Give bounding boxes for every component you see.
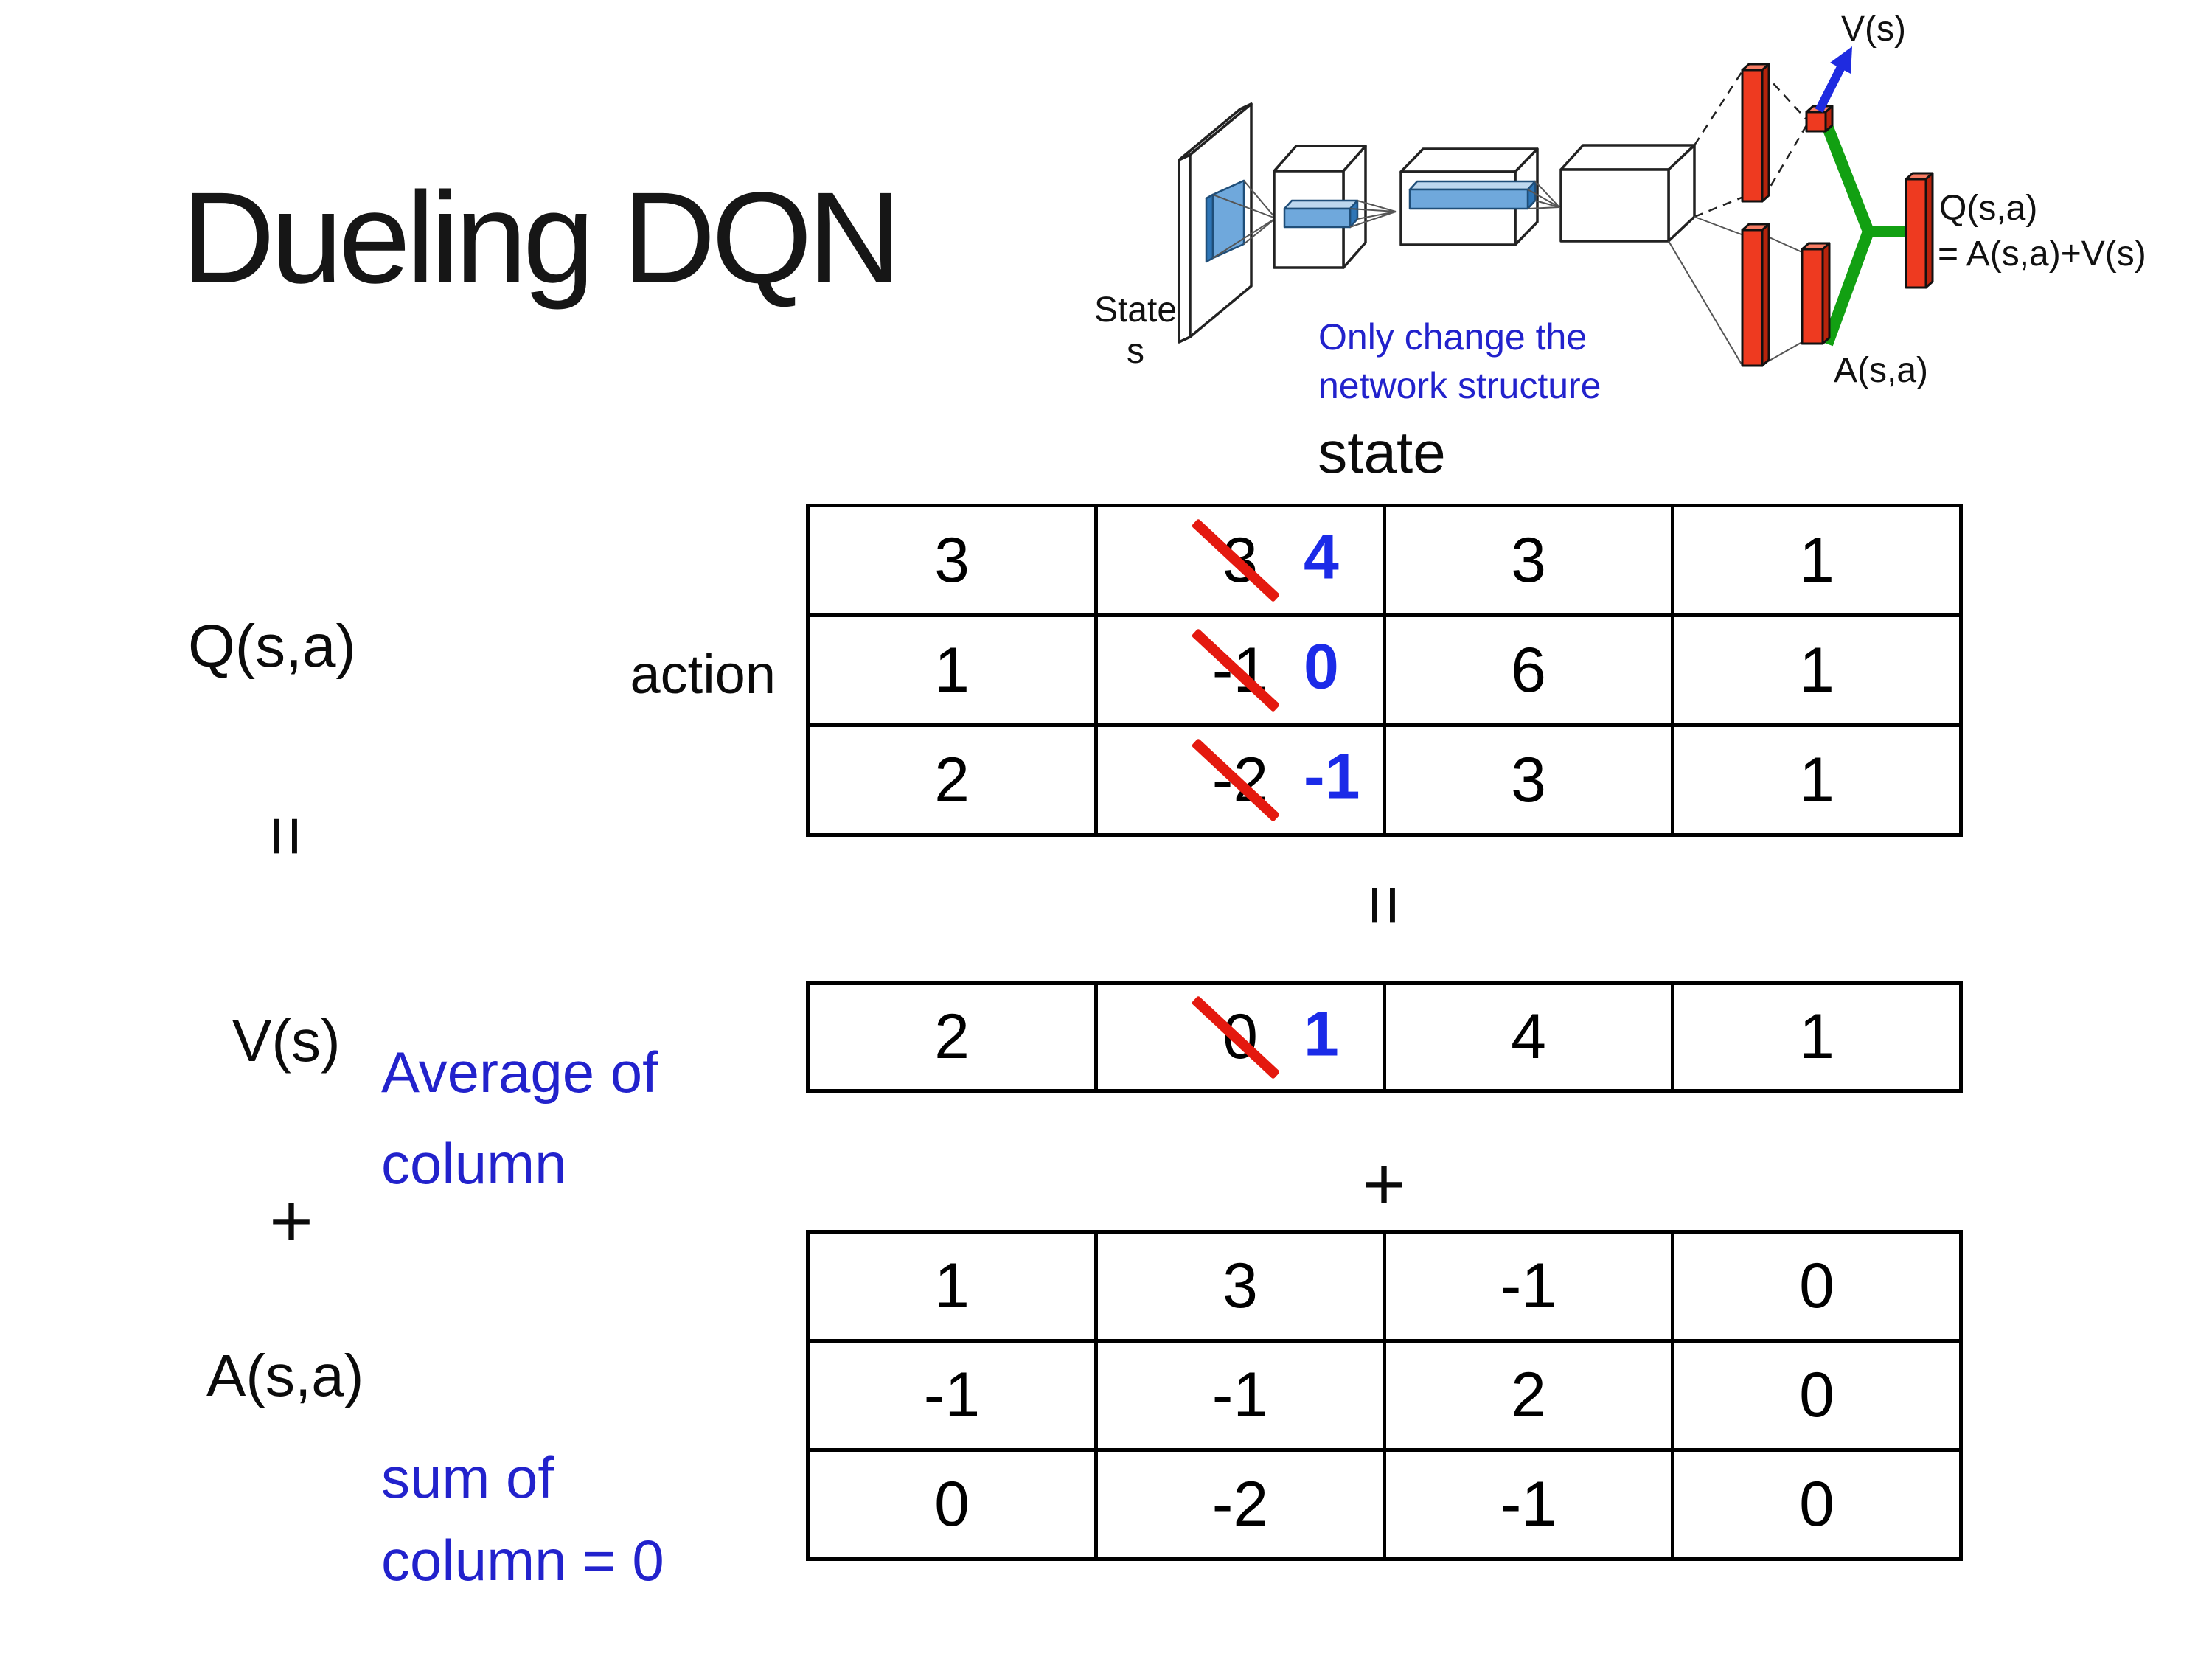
table-cell: 1 (1671, 723, 1963, 837)
table-cell: -1 (806, 1339, 1098, 1452)
conv-patch-icon (1205, 179, 1245, 263)
plus-sign-mid: + (1362, 1142, 1406, 1226)
network-diagram: State s Only change the network structur… (1094, 10, 2146, 406)
fc-box (1559, 144, 1696, 243)
diagram-q-output-formula: = A(s,a)+V(s) (1938, 234, 2146, 274)
table-cell: 3 (1094, 1230, 1386, 1343)
table-cell: 1 (1671, 504, 1963, 617)
combine-link-green (1818, 116, 1913, 347)
corrected-value: 0 (1304, 631, 1339, 703)
table-cell-replaced: 0 1 (1094, 981, 1386, 1093)
q-output-bar (1905, 172, 1934, 289)
table-row: 3 3 4 3 1 (806, 504, 1963, 617)
table-cell: 3 (1382, 504, 1674, 617)
table-cell: -1 (1382, 1448, 1674, 1561)
sum-note-line1: sum of (381, 1445, 554, 1510)
table-cell: -2 (1094, 1448, 1386, 1561)
diagram-note-line2: network structure (1318, 365, 1601, 406)
conv-links-3 (1527, 181, 1560, 209)
table-cell: 3 (1382, 723, 1674, 837)
feature-bar-2 (1408, 180, 1537, 210)
action-label: action (630, 644, 776, 705)
equals-glyph: = (247, 815, 326, 858)
a-function-label: A(s,a) (206, 1343, 364, 1408)
table-row: 1 -1 0 6 1 (806, 613, 1963, 727)
table-cell: 2 (806, 723, 1098, 837)
q-function-label: Q(s,a) (188, 613, 356, 680)
page-title: Dueling DQN (181, 166, 902, 310)
a-table: 1 3 -1 0 -1 -1 2 0 0 -2 -1 0 (806, 1230, 1963, 1561)
corrected-value: 1 (1304, 998, 1339, 1070)
v-function-label: V(s) (232, 1008, 341, 1074)
v-arrow-icon (1815, 46, 1852, 113)
value-stream-links (1693, 72, 1808, 218)
average-note: Average of column (381, 1026, 658, 1209)
table-row: 1 3 -1 0 (806, 1230, 1963, 1343)
table-cell: 4 (1382, 981, 1674, 1093)
q-table: 3 3 4 3 1 1 -1 0 6 1 2 -2 -1 (806, 504, 1963, 837)
diagram-note-line1: Only change the (1318, 316, 1587, 358)
conv-links-1 (1212, 180, 1276, 259)
table-cell-replaced: -1 0 (1094, 613, 1386, 727)
equals-sign-mid: = (1336, 858, 1432, 953)
average-note-line2: column (381, 1131, 567, 1196)
table-row: -1 -1 2 0 (806, 1339, 1963, 1452)
diagram-a-output-label: A(s,a) (1834, 351, 1928, 390)
hidden-bar-value (1741, 63, 1770, 203)
sum-note: sum of column = 0 (381, 1436, 664, 1601)
corrected-value: -1 (1304, 741, 1360, 813)
average-note-line1: Average of (381, 1040, 658, 1105)
table-cell: 1 (1671, 981, 1963, 1093)
table-cell-replaced: -2 -1 (1094, 723, 1386, 837)
table-cell-replaced: 3 4 (1094, 504, 1386, 617)
diagram-v-output-label: V(s) (1841, 10, 1906, 49)
hidden-bar-advantage (1741, 223, 1770, 367)
diagram-q-output-label: Q(s,a) (1939, 189, 2037, 228)
table-row: 0 -2 -1 0 (806, 1448, 1963, 1561)
advantage-stream-links (1668, 216, 1803, 365)
table-cell: 1 (806, 1230, 1098, 1343)
equals-sign-left: = (238, 788, 334, 884)
table-cell: 2 (1382, 1339, 1674, 1452)
table-cell: 0 (1671, 1339, 1963, 1452)
table-row: 2 0 1 4 1 (806, 981, 1963, 1093)
equals-glyph: = (1345, 884, 1424, 927)
table-cell: 1 (1671, 613, 1963, 727)
diagram-state-label: State (1094, 291, 1177, 330)
table-cell: 6 (1382, 613, 1674, 727)
table-row: 2 -2 -1 3 1 (806, 723, 1963, 837)
table-cell: 2 (806, 981, 1098, 1093)
table-cell: 3 (806, 504, 1098, 617)
table-cell: 0 (1671, 1448, 1963, 1561)
feature-bar-1 (1283, 199, 1359, 229)
table-cell: 1 (806, 613, 1098, 727)
table-cell: -1 (1094, 1339, 1386, 1452)
table-cell: -1 (1382, 1230, 1674, 1343)
table-cell: 0 (806, 1448, 1098, 1561)
v-table: 2 0 1 4 1 (806, 981, 1963, 1093)
corrected-value: 4 (1304, 521, 1339, 593)
conv-links-2 (1349, 200, 1397, 228)
diagram-state-s-label: s (1127, 332, 1144, 371)
table-cell: 0 (1671, 1230, 1963, 1343)
plus-sign-left: + (269, 1179, 313, 1263)
state-header: state (1318, 420, 1446, 485)
advantage-vector-bar (1801, 242, 1831, 345)
sum-note-line2: column = 0 (381, 1528, 664, 1593)
